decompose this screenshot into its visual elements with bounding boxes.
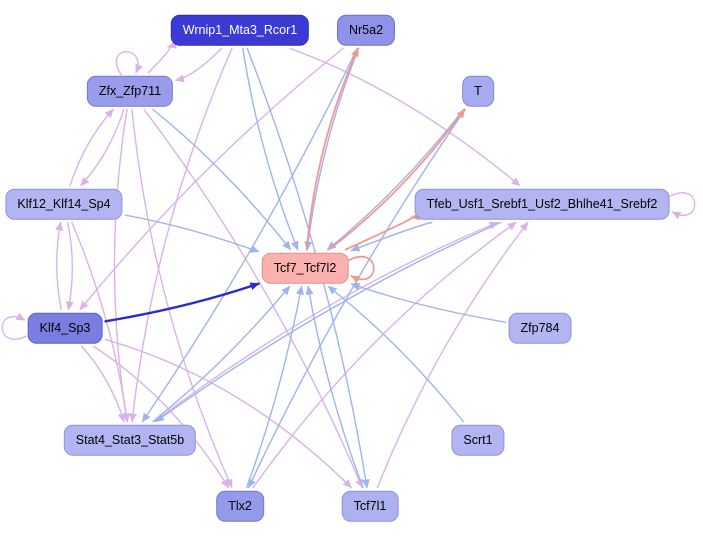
node-label-tlx2: Tlx2 bbox=[228, 498, 252, 513]
edge-klf12-stat4 bbox=[71, 221, 131, 423]
edge-tfeb-stat4 bbox=[155, 221, 502, 423]
edge-klf4-klf4 bbox=[1, 312, 28, 340]
node-label-nr5a2: Nr5a2 bbox=[348, 22, 384, 37]
edge-tfeb-tcf7 bbox=[350, 221, 433, 252]
node-label-klf12: Klf12_Klf14_Sp4 bbox=[17, 196, 111, 211]
edge-wrnip1-zfx bbox=[175, 47, 223, 83]
edge-stat4-tfeb bbox=[153, 221, 499, 423]
edge-zfp784-tcf7 bbox=[350, 282, 507, 323]
node-wrnip1: Wrnip1_Mta3_Rcor1 bbox=[170, 14, 310, 46]
edge-wrnip1-tfeb bbox=[289, 47, 521, 187]
node-tlx2: Tlx2 bbox=[216, 490, 264, 522]
edge-wrnip1-tcf7 bbox=[242, 47, 299, 251]
edge-zfx-klf12 bbox=[80, 108, 125, 187]
edge-zfx-wrnip1 bbox=[147, 40, 177, 74]
edge-klf12-tcf7 bbox=[124, 214, 260, 253]
edge-zfx-stat4 bbox=[113, 108, 130, 423]
edge-nr5a2-klf4 bbox=[79, 47, 344, 311]
node-label-zfp784: Zfp784 bbox=[520, 320, 560, 335]
edge-t-tcf7 bbox=[326, 108, 465, 251]
node-label-tcf7l1: Tcf7l1 bbox=[353, 498, 387, 513]
node-zfx: Zfx_Zfp711 bbox=[86, 75, 174, 107]
node-scrt1: Scrt1 bbox=[451, 424, 505, 456]
edge-klf4-tlx2 bbox=[92, 345, 230, 489]
edge-tcf7-tfeb bbox=[344, 212, 420, 251]
node-klf12: Klf12_Klf14_Sp4 bbox=[5, 188, 123, 220]
node-zfp784: Zfp784 bbox=[508, 312, 572, 344]
node-klf4: Klf4_Sp3 bbox=[27, 312, 103, 344]
edge-zfx-tcf7 bbox=[152, 108, 292, 251]
node-tcf7: Tcf7_Tcf7l2 bbox=[261, 252, 349, 284]
node-t: T bbox=[462, 75, 494, 107]
edge-stat4-tcf7 bbox=[152, 285, 291, 423]
node-label-scrt1: Scrt1 bbox=[463, 432, 493, 447]
edge-tcf7-nr5a2 bbox=[305, 47, 359, 251]
edge-wrnip1-stat4 bbox=[129, 47, 233, 423]
node-stat4: Stat4_Stat3_Stat5b bbox=[63, 424, 197, 456]
node-label-stat4: Stat4_Stat3_Stat5b bbox=[75, 432, 185, 447]
edge-tcf7-t bbox=[328, 108, 466, 251]
node-label-t: T bbox=[474, 83, 482, 98]
edge-klf4-klf12 bbox=[55, 221, 64, 311]
edge-klf12-zfx bbox=[69, 108, 114, 187]
edge-nr5a2-tcf7 bbox=[304, 47, 360, 251]
edge-tfeb-tfeb bbox=[669, 192, 696, 220]
edge-scrt1-tcf7 bbox=[327, 285, 464, 423]
node-nr5a2: Nr5a2 bbox=[336, 14, 396, 46]
node-tcf7l1: Tcf7l1 bbox=[341, 490, 399, 522]
edge-zfx-tlx2 bbox=[131, 108, 233, 489]
node-label-wrnip1: Wrnip1_Mta3_Rcor1 bbox=[182, 22, 298, 37]
edge-klf4-stat4 bbox=[81, 345, 126, 423]
edge-klf4-tcf7l1 bbox=[104, 338, 352, 489]
edge-tlx2-tcf7 bbox=[246, 285, 304, 489]
edge-tcf7l1-tfeb bbox=[376, 221, 529, 489]
edge-zfx-tcf7l1 bbox=[143, 108, 363, 489]
node-label-tfeb: Tfeb_Usf1_Srebf1_Usf2_Bhlhe41_Srebf2 bbox=[426, 196, 658, 211]
node-label-tcf7: Tcf7_Tcf7l2 bbox=[273, 260, 337, 275]
node-label-klf4: Klf4_Sp3 bbox=[39, 320, 91, 335]
edge-klf4-tcf7 bbox=[104, 282, 260, 323]
edge-tcf7-tcf7 bbox=[348, 255, 375, 284]
edge-zfx-zfx bbox=[115, 51, 143, 76]
edge-t-tlx2 bbox=[247, 108, 466, 489]
edge-tlx2-tfeb bbox=[252, 221, 517, 489]
edge-tcf7l1-tcf7 bbox=[305, 285, 364, 489]
node-tfeb: Tfeb_Usf1_Srebf1_Usf2_Bhlhe41_Srebf2 bbox=[414, 188, 670, 220]
edge-klf12-klf4 bbox=[65, 221, 74, 311]
edge-nr5a2-stat4 bbox=[141, 47, 358, 423]
node-label-zfx: Zfx_Zfp711 bbox=[98, 83, 162, 98]
